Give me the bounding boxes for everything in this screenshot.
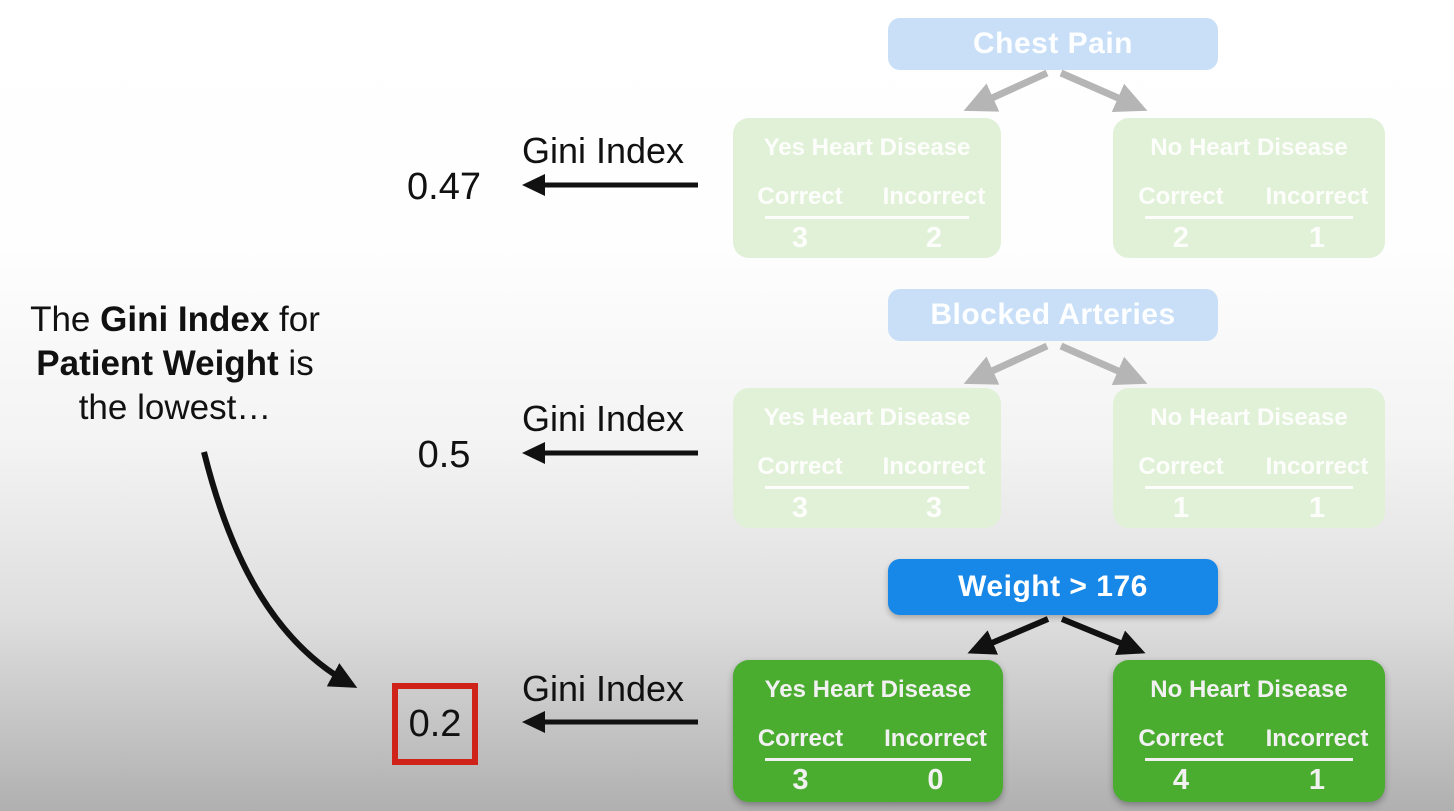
correct-label: Correct bbox=[757, 725, 844, 752]
correct-count: 3 bbox=[791, 222, 809, 254]
gini-index-label-1: Gini Index bbox=[521, 130, 685, 171]
tree2-right-branch-arrow bbox=[1059, 342, 1148, 386]
tree1-right-leaf: No Heart Disease Correct Incorrect 2 1 bbox=[1113, 118, 1385, 258]
incorrect-label: Incorrect bbox=[884, 725, 987, 752]
note-pointer-curved-arrow bbox=[201, 451, 358, 688]
leaf-divider bbox=[765, 216, 969, 219]
tree1-left-leaf: Yes Heart Disease Correct Incorrect 3 2 bbox=[733, 118, 1001, 258]
correct-label: Correct bbox=[1138, 183, 1224, 210]
correct-label: Correct bbox=[1138, 725, 1224, 752]
tree2-left-leaf: Yes Heart Disease Correct Incorrect 3 3 bbox=[733, 388, 1001, 528]
leaf-divider bbox=[1145, 216, 1353, 219]
leaf-title: Yes Heart Disease bbox=[763, 404, 971, 431]
leaf-divider bbox=[765, 486, 969, 489]
incorrect-count: 1 bbox=[1308, 492, 1326, 524]
leaf-title: No Heart Disease bbox=[1150, 134, 1348, 161]
tree1-question-node: Chest Pain bbox=[888, 18, 1218, 70]
incorrect-label: Incorrect bbox=[1265, 453, 1369, 480]
lowest-gini-highlight-box: 0.2 bbox=[392, 683, 478, 765]
tree3-question-label: Weight > 176 bbox=[958, 570, 1148, 603]
gini-value-3: 0.2 bbox=[408, 702, 462, 745]
incorrect-count: 1 bbox=[1308, 222, 1326, 254]
incorrect-label: Incorrect bbox=[882, 453, 986, 480]
incorrect-label: Incorrect bbox=[882, 183, 986, 210]
correct-label: Correct bbox=[757, 453, 843, 480]
correct-count: 4 bbox=[1172, 764, 1190, 796]
tree3-right-leaf: No Heart Disease Correct Incorrect 4 1 bbox=[1113, 660, 1385, 802]
correct-label: Correct bbox=[757, 183, 843, 210]
leaf-title: No Heart Disease bbox=[1150, 404, 1348, 431]
correct-count: 3 bbox=[792, 764, 809, 796]
leaf-divider bbox=[1145, 758, 1353, 761]
tree2-right-leaf: No Heart Disease Correct Incorrect 1 1 bbox=[1113, 388, 1385, 528]
incorrect-label: Incorrect bbox=[1265, 725, 1369, 752]
incorrect-count: 2 bbox=[925, 222, 943, 254]
tree2-question-label: Blocked Arteries bbox=[930, 298, 1176, 331]
leaf-divider bbox=[1145, 486, 1353, 489]
tree2-question-node: Blocked Arteries bbox=[888, 289, 1218, 341]
gini-index-label-2: Gini Index bbox=[521, 398, 685, 439]
incorrect-count: 1 bbox=[1308, 764, 1326, 796]
correct-count: 3 bbox=[791, 492, 809, 524]
incorrect-count: 0 bbox=[927, 764, 944, 796]
leaf-title: Yes Heart Disease bbox=[763, 134, 971, 161]
tree3-right-branch-arrow bbox=[1060, 616, 1146, 656]
annotation-line-3: the lowest… bbox=[78, 388, 272, 427]
correct-count: 1 bbox=[1172, 492, 1190, 524]
tree3-left-branch-arrow bbox=[967, 616, 1050, 655]
correct-label: Correct bbox=[1138, 453, 1224, 480]
annotation-line-1: The Gini Index for bbox=[30, 300, 320, 339]
gini-value-2: 0.5 bbox=[417, 434, 471, 476]
tree2-left-branch-arrow bbox=[963, 342, 1049, 385]
annotation-text: The Gini Index for Patient Weight is the… bbox=[8, 298, 342, 430]
gini-index-label-3: Gini Index bbox=[521, 668, 685, 709]
correct-count: 2 bbox=[1172, 222, 1190, 254]
tree3-question-node: Weight > 176 bbox=[888, 559, 1218, 615]
tree3-left-leaf: Yes Heart Disease Correct Incorrect 3 0 bbox=[733, 660, 1003, 802]
tree1-right-branch-arrow bbox=[1059, 69, 1148, 113]
tree1-left-branch-arrow bbox=[963, 69, 1049, 112]
leaf-title: Yes Heart Disease bbox=[764, 676, 972, 703]
leaf-title: No Heart Disease bbox=[1150, 676, 1348, 703]
incorrect-count: 3 bbox=[925, 492, 943, 524]
annotation-line-2: Patient Weight is bbox=[36, 344, 314, 383]
gini-value-1: 0.47 bbox=[407, 166, 481, 208]
incorrect-label: Incorrect bbox=[1265, 183, 1369, 210]
tree1-question-label: Chest Pain bbox=[972, 27, 1134, 60]
leaf-divider bbox=[765, 758, 971, 761]
